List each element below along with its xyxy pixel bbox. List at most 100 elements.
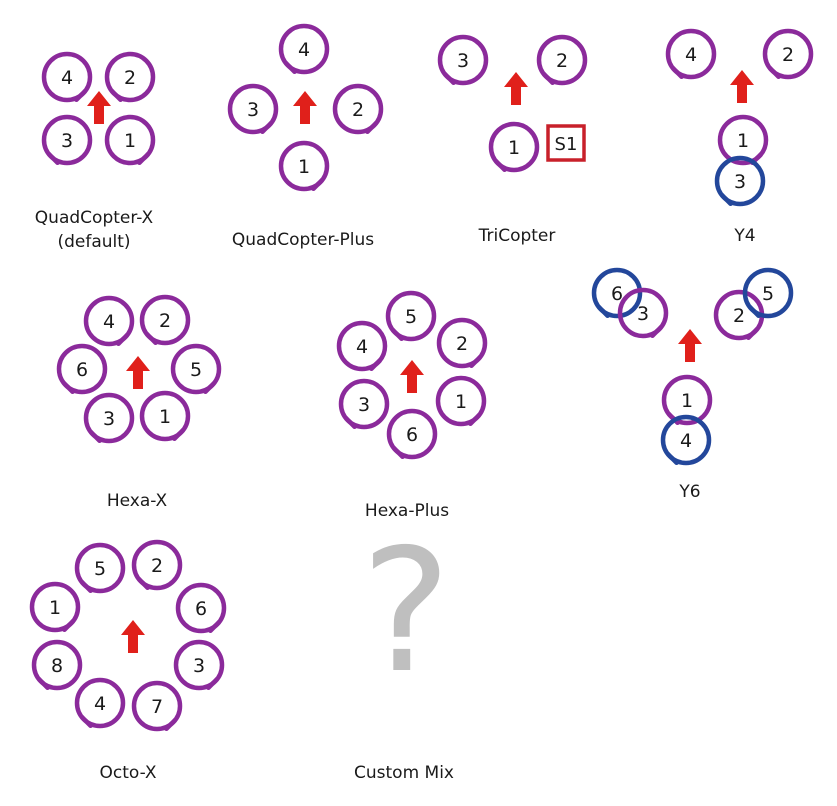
hexa-x-motor-6-rotation-icon xyxy=(61,381,75,394)
octo-x-motor-2-ring xyxy=(131,539,183,591)
y6-motor-6: 6 xyxy=(591,267,643,319)
hexa-plus-motor-3-rotation-icon xyxy=(343,416,357,429)
octo-x-motor-4-ring xyxy=(74,677,126,729)
octo-x-motor-5-ring xyxy=(74,542,126,594)
y4-motor-4: 4 xyxy=(665,28,717,80)
octo-x-motor-2-label: 2 xyxy=(151,555,163,577)
hexa-x-motor-5-ring xyxy=(170,343,222,395)
hexa-plus-motor-1: 1 xyxy=(435,375,487,427)
octo-x-motor-5-label: 5 xyxy=(94,558,106,580)
tri-motor-2: 2 xyxy=(536,34,588,86)
y6-motor-1-label: 1 xyxy=(681,390,693,412)
hexa-x-motor-4-ring xyxy=(83,295,135,347)
hexa-plus-motor-1-label: 1 xyxy=(455,391,467,413)
y4-motor-3-rotation-icon xyxy=(719,193,733,206)
hexa-plus-motor-2: 2 xyxy=(436,317,488,369)
octo-x-motor-8-label: 8 xyxy=(51,655,63,677)
hexa-x-motor-3-label: 3 xyxy=(103,408,115,430)
octo-x-forward-arrow-icon xyxy=(121,620,145,653)
octo-x-motor-1-rotation-icon xyxy=(62,619,76,632)
hexa-x-forward-arrow-icon xyxy=(126,356,150,389)
hexa-plus-motor-4: 4 xyxy=(336,320,388,372)
y4-motor-4-rotation-icon xyxy=(670,66,684,79)
hexa-plus-motor-3-label: 3 xyxy=(358,394,370,416)
octo-x-motor-6: 6 xyxy=(175,582,227,634)
hexa-x-motor-1: 1 xyxy=(139,390,191,442)
octo-x-motor-3-label: 3 xyxy=(193,655,205,677)
hexa-x-motor-4-rotation-icon xyxy=(116,333,130,346)
quad-plus-motor-3-rotation-icon xyxy=(260,121,274,134)
hexa-x-motor-4-label: 4 xyxy=(103,311,115,333)
hexa-plus-motor-5-ring xyxy=(385,290,437,342)
y6-motor-2-rotation-icon xyxy=(746,327,760,340)
caption-y4: Y4 xyxy=(734,226,756,246)
y6-motor-5-ring xyxy=(742,267,794,319)
y4-motor-1-ring xyxy=(717,114,769,166)
hexa-x-motor-3-ring xyxy=(83,392,135,444)
hexa-plus-motor-3: 3 xyxy=(338,378,390,430)
octo-x-motor-8-rotation-icon xyxy=(36,677,50,690)
octo-x-motor-3-rotation-icon xyxy=(206,677,220,690)
hexa-plus-motor-4-rotation-icon xyxy=(369,358,383,371)
octo-x-motor-2-rotation-icon xyxy=(136,577,150,590)
octo-x-motor-5-rotation-icon xyxy=(79,580,93,593)
quad-plus-motor-3-ring xyxy=(227,83,279,135)
quad-x-motor-4-rotation-icon xyxy=(74,89,88,102)
y6-motor-5: 5 xyxy=(742,267,794,319)
octo-x-motor-8: 8 xyxy=(31,639,83,691)
y6-motor-2-label: 2 xyxy=(733,305,745,327)
caption-hexa-plus: Hexa-Plus xyxy=(364,501,450,521)
quad-plus-motor-1: 1 xyxy=(278,140,330,192)
quad-x-motor-1: 1 xyxy=(104,114,156,166)
quad-plus-motor-1-rotation-icon xyxy=(311,178,325,191)
octo-x-motor-2: 2 xyxy=(131,539,183,591)
y6-motor-5-label: 5 xyxy=(762,283,774,305)
quad-plus-motor-2-ring xyxy=(332,83,384,135)
hexa-plus-motor-5-rotation-icon xyxy=(390,328,404,341)
hexa-x-motor-2-rotation-icon xyxy=(144,332,158,345)
octo-x-motor-4-label: 4 xyxy=(94,693,106,715)
y6-motor-3-ring xyxy=(617,287,669,339)
quad-x-motor-1-label: 1 xyxy=(124,130,136,152)
hexa-x-motor-2-label: 2 xyxy=(159,310,171,332)
hexa-plus-motor-3-ring xyxy=(338,378,390,430)
octo-x-motor-4: 4 xyxy=(74,677,126,729)
hexa-x-motor-6-ring xyxy=(56,343,108,395)
octo-x-motor-3-ring xyxy=(173,639,225,691)
y6-motor-6-rotation-icon xyxy=(596,305,610,318)
quad-x-motor-3-rotation-icon xyxy=(46,152,60,165)
tri-motor-2-ring xyxy=(536,34,588,86)
quad-x-motor-4: 4 xyxy=(41,51,93,103)
caption-quad-plus: QuadCopter-Plus xyxy=(231,230,375,250)
y4-motor-2: 2 xyxy=(762,28,814,80)
octo-x-motor-7: 7 xyxy=(131,680,183,732)
hexa-plus-motor-6-ring xyxy=(386,408,438,460)
quad-x-motor-3-ring xyxy=(41,114,93,166)
hexa-plus-motor-5-label: 5 xyxy=(405,306,417,328)
octo-x-motor-1: 1 xyxy=(29,581,81,633)
y6-motor-1-ring xyxy=(661,374,713,426)
hexa-plus-forward-arrow-icon xyxy=(400,360,424,393)
quad-plus-motor-3: 3 xyxy=(227,83,279,135)
quad-x-forward-arrow-icon xyxy=(87,91,111,124)
octo-x-motor-6-label: 6 xyxy=(195,598,207,620)
hexa-x-motor-2: 2 xyxy=(139,294,191,346)
hexa-plus-motor-6-rotation-icon xyxy=(391,446,405,459)
hexa-x-motor-3-rotation-icon xyxy=(88,430,102,443)
hexa-x-motor-3: 3 xyxy=(83,392,135,444)
tri-servo-label: S1 xyxy=(555,134,578,155)
hexa-x-motor-2-ring xyxy=(139,294,191,346)
caption-quad-x-line2: (default) xyxy=(57,232,131,252)
hexa-x-motor-5: 5 xyxy=(170,343,222,395)
caption-hexa-x: Hexa-X xyxy=(106,491,168,511)
octo-x-motor-6-rotation-icon xyxy=(208,620,222,633)
quad-plus-motor-4: 4 xyxy=(278,23,330,75)
quad-x-motor-3-label: 3 xyxy=(61,130,73,152)
y6-forward-arrow-icon xyxy=(678,329,702,362)
tri-motor-1-ring xyxy=(488,121,540,173)
tri-motor-1-rotation-icon xyxy=(493,159,507,172)
y6-motor-5-rotation-icon xyxy=(747,305,761,318)
y6-motor-4-ring xyxy=(660,414,712,466)
hexa-plus-motor-1-ring xyxy=(435,375,487,427)
